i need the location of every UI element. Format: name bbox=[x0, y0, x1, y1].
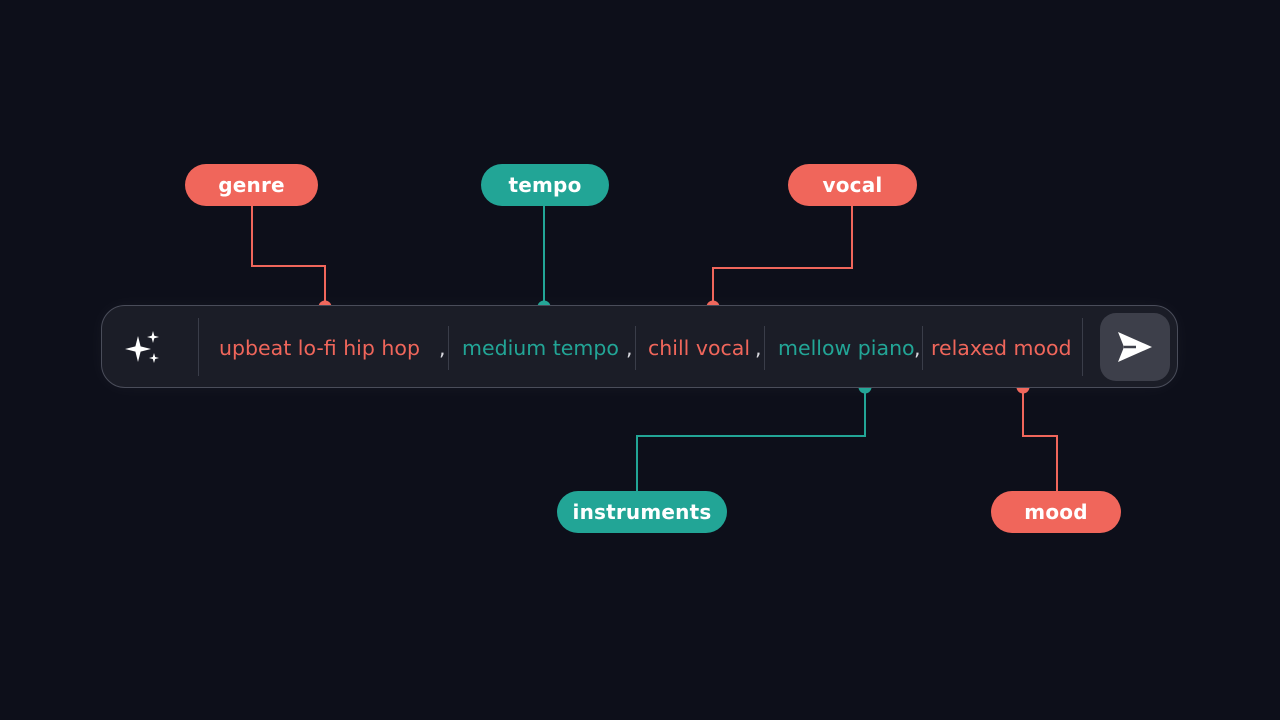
send-button[interactable] bbox=[1100, 313, 1170, 381]
send-divider bbox=[1082, 318, 1083, 376]
prompt-segment-tempo[interactable]: medium tempo bbox=[462, 335, 619, 360]
prompt-segment-mood[interactable]: relaxed mood bbox=[931, 335, 1072, 360]
icon-divider bbox=[198, 318, 199, 376]
sparkle-icon bbox=[125, 331, 159, 363]
segment-divider bbox=[922, 326, 923, 370]
send-icon bbox=[1118, 332, 1152, 362]
mood-connector bbox=[1022, 387, 1058, 492]
comma-separator: , bbox=[914, 335, 921, 360]
prompt-segment-instruments[interactable]: mellow piano bbox=[778, 335, 915, 360]
genre-tag: genre bbox=[185, 164, 318, 206]
instruments-tag: instruments bbox=[557, 491, 727, 533]
prompt-segment-genre[interactable]: upbeat lo-fi hip hop bbox=[219, 335, 420, 360]
comma-separator: , bbox=[755, 335, 762, 360]
vocal-tag: vocal bbox=[788, 164, 917, 206]
mood-tag: mood bbox=[991, 491, 1121, 533]
segment-divider bbox=[635, 326, 636, 370]
genre-connector bbox=[251, 206, 326, 307]
prompt-segment-vocal[interactable]: chill vocal bbox=[648, 335, 751, 360]
comma-separator: , bbox=[626, 335, 633, 360]
comma-separator: , bbox=[439, 335, 446, 360]
vocal-connector bbox=[712, 206, 853, 307]
segment-divider bbox=[448, 326, 449, 370]
segment-divider bbox=[764, 326, 765, 370]
tempo-tag: tempo bbox=[481, 164, 609, 206]
prompt-input-bar[interactable]: upbeat lo-fi hip hop , medium tempo , ch… bbox=[101, 305, 1178, 388]
instruments-connector bbox=[636, 387, 866, 492]
